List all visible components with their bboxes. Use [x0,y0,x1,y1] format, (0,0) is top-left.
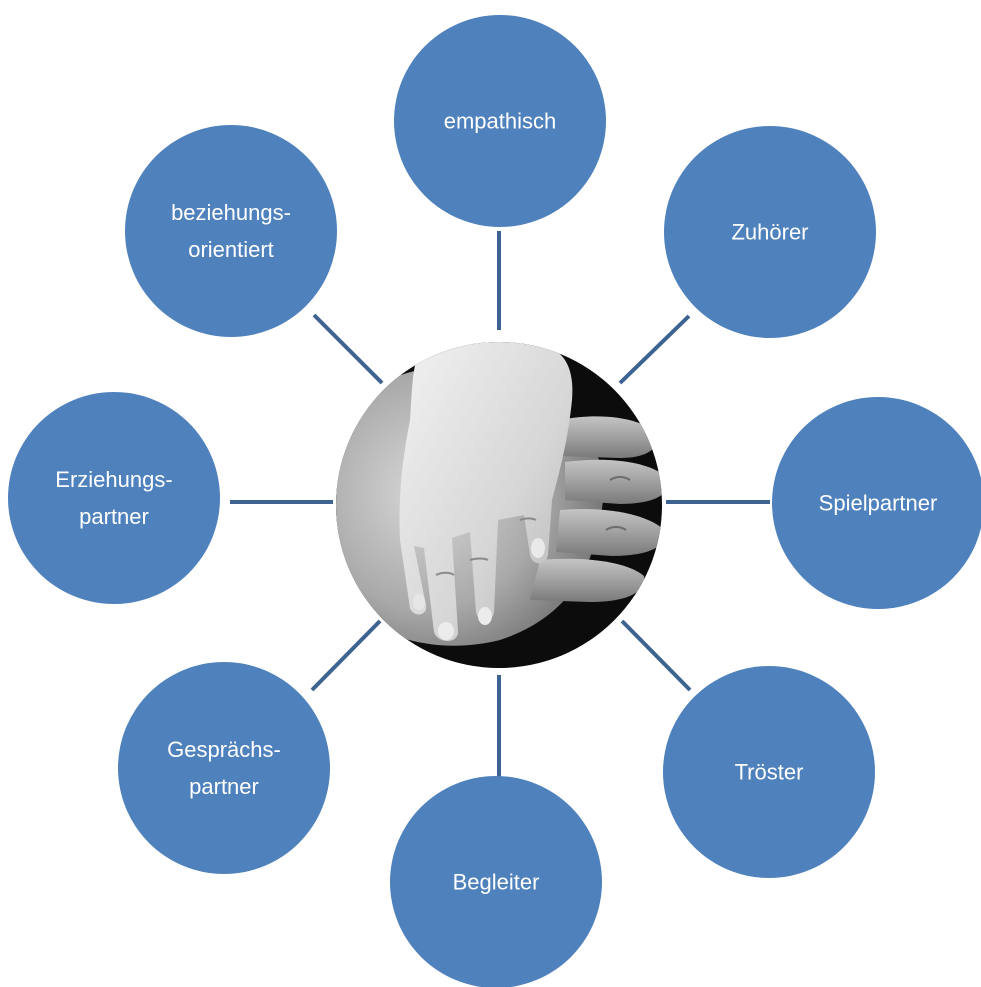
node-troester: Tröster [663,666,875,878]
connector-troester [620,619,692,692]
connector-beziehungsorientiert [312,313,384,385]
node-circle-begleiter [390,776,602,987]
node-label-beziehungsorientiert-2: orientiert [188,237,274,262]
node-erziehungspartner: Erziehungs-partner [8,392,220,604]
node-circle-spielpartner [772,397,981,609]
node-circle-empathisch [394,15,606,227]
node-circle-beziehungsorientiert [125,125,337,337]
node-label-zuhoerer: Zuhörer [731,220,808,245]
node-label-empathisch: empathisch [444,109,557,134]
connector-gespraechspartner [310,619,382,692]
node-label-begleiter: Begleiter [453,870,540,895]
connector-lines [230,231,770,778]
node-label-gespraechspartner-2: partner [189,774,259,799]
node-zuhoerer: Zuhörer [664,126,876,338]
node-circle-gespraechspartner [118,662,330,874]
node-circle-troester [663,666,875,878]
node-group: empathischZuhörerSpielpartnerTrösterBegl… [8,15,981,987]
node-label-erziehungspartner-2: partner [79,504,149,529]
node-circle-erziehungspartner [8,392,220,604]
node-label-beziehungsorientiert-1: beziehungs- [171,200,291,225]
node-label-gespraechspartner-1: Gesprächs- [167,737,281,762]
node-label-troester: Tröster [735,760,804,785]
node-label-erziehungspartner-1: Erziehungs- [55,467,172,492]
node-beziehungsorientiert: beziehungs-orientiert [125,125,337,337]
node-gespraechspartner: Gesprächs-partner [118,662,330,874]
node-circle-zuhoerer [664,126,876,338]
node-begleiter: Begleiter [390,776,602,987]
node-empathisch: empathisch [394,15,606,227]
node-label-spielpartner: Spielpartner [819,491,938,516]
node-spielpartner: Spielpartner [772,397,981,609]
hands-photo-icon [336,342,662,668]
connector-zuhoerer [618,314,691,385]
